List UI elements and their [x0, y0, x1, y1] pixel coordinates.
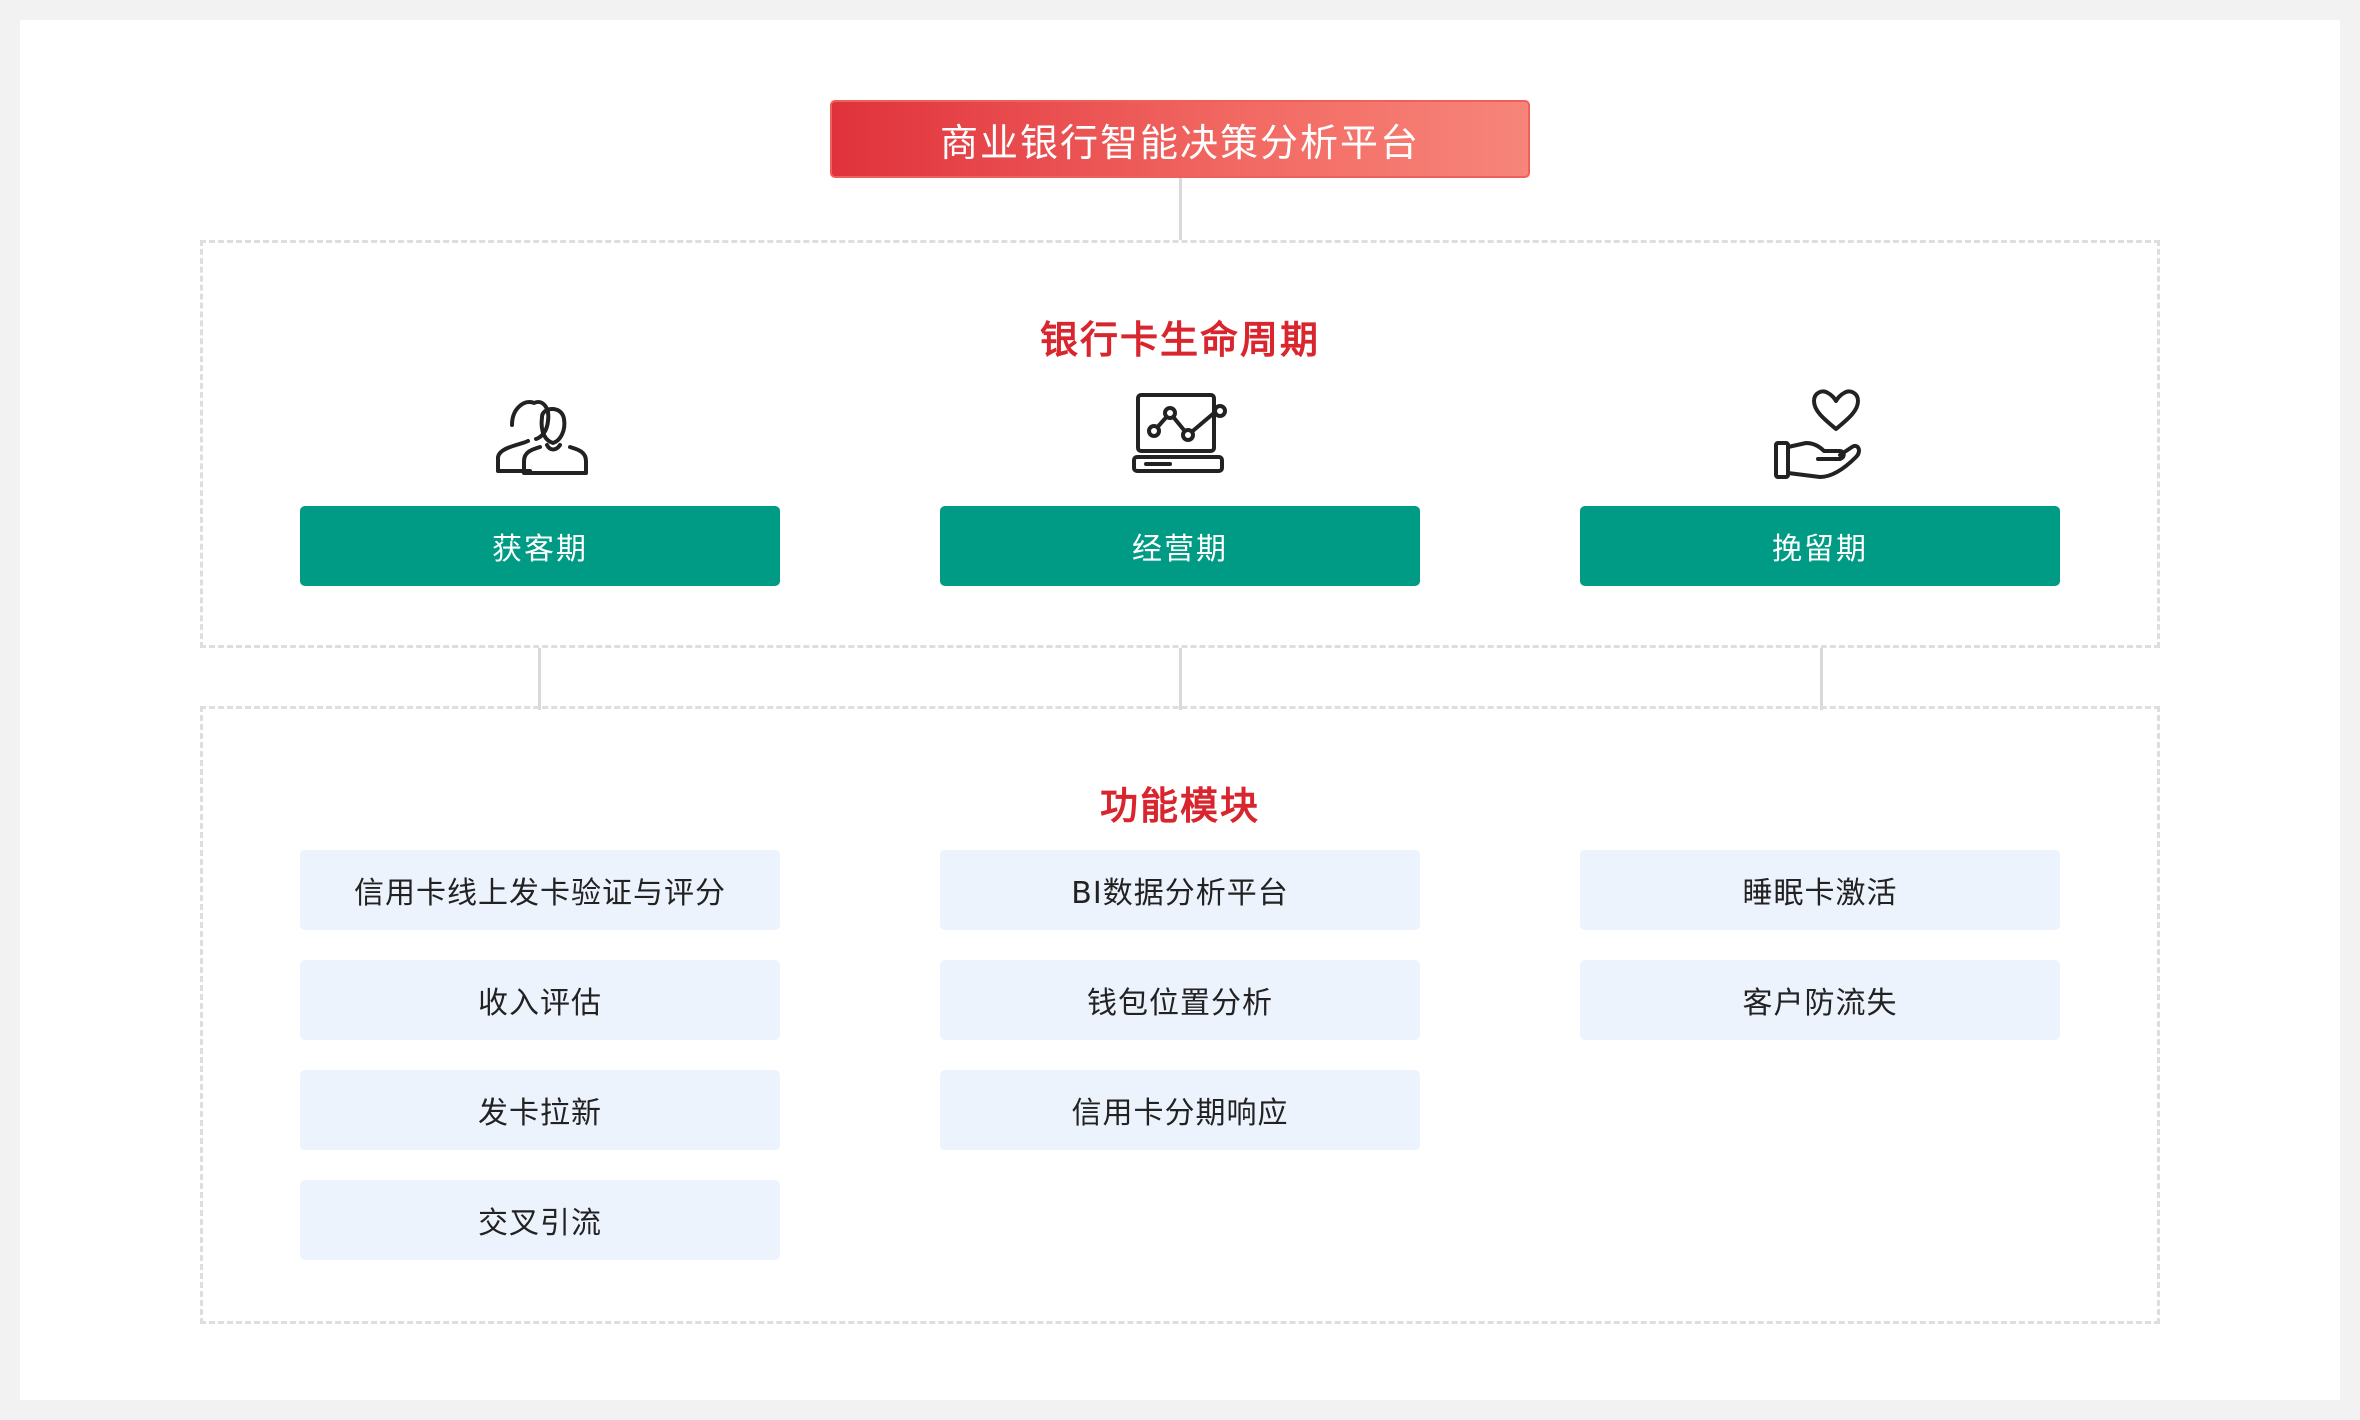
lifecycle-panel: 银行卡生命周期 — [200, 240, 2160, 648]
connector-title-lifecycle — [1179, 178, 1182, 240]
connector-retention — [1820, 648, 1823, 710]
connector-operation — [1179, 648, 1182, 710]
platform-title: 商业银行智能决策分析平台 — [830, 100, 1530, 178]
modules-panel: 功能模块 — [200, 706, 2160, 1324]
users-icon — [496, 400, 588, 475]
modules-title: 功能模块 — [1099, 784, 1260, 828]
module-item[interactable]: 信用卡分期响应 — [940, 1070, 1420, 1150]
module-item[interactable]: 发卡拉新 — [300, 1070, 780, 1150]
stage-button-retention[interactable]: 挽留期 — [1580, 506, 2060, 586]
lifecycle-title: 银行卡生命周期 — [1039, 318, 1320, 362]
module-item[interactable]: 钱包位置分析 — [940, 960, 1420, 1040]
module-item[interactable]: 信用卡线上发卡验证与评分 — [300, 850, 780, 930]
stage-button-operation[interactable]: 经营期 — [940, 506, 1420, 586]
diagram-canvas: 商业银行智能决策分析平台 银行卡生命周期 获客期 经营期 挽留期 功能模 — [20, 20, 2340, 1400]
module-item[interactable]: 收入评估 — [300, 960, 780, 1040]
module-item[interactable]: 客户防流失 — [1580, 960, 2060, 1040]
module-item[interactable]: 交叉引流 — [300, 1180, 780, 1260]
module-item[interactable]: 睡眠卡激活 — [1580, 850, 2060, 930]
analytics-screen-icon — [1132, 393, 1227, 473]
connector-acquisition — [538, 648, 541, 710]
heart-hand-icon — [1774, 389, 1861, 479]
stage-button-acquisition[interactable]: 获客期 — [300, 506, 780, 586]
module-item[interactable]: BI数据分析平台 — [940, 850, 1420, 930]
